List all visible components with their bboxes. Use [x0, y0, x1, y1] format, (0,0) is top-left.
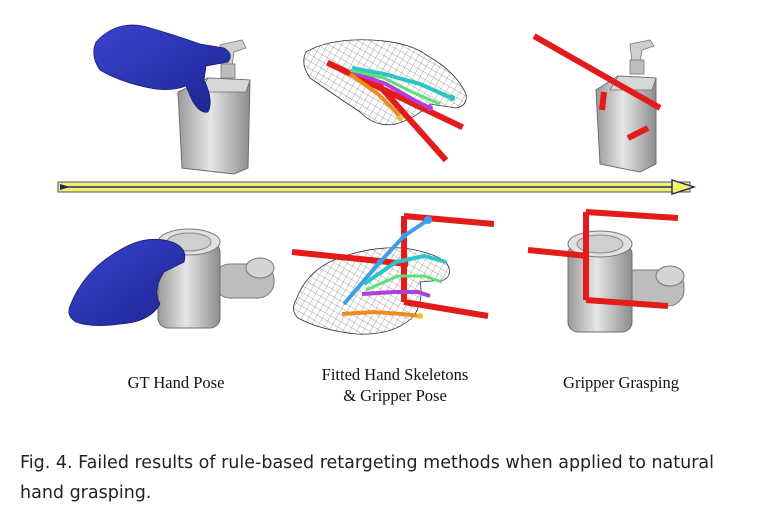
figure-panel: GT Hand Pose Fitted Hand Skeletons & Gri… [57, 24, 697, 406]
label-gt-hand-pose: GT Hand Pose [127, 373, 225, 392]
top-gripper-grasping-render [532, 33, 662, 173]
label-fitted-line1: Fitted Hand Skeletons [321, 365, 469, 384]
top-gt-hand-pose-render [93, 24, 251, 175]
bottom-gt-hand-pose-render [68, 228, 275, 329]
gt-hand-mesh [93, 24, 231, 113]
bottom-gripper-grasping-render [527, 209, 685, 333]
figure-illustration [57, 24, 697, 335]
label-gripper-grasping: Gripper Grasping [563, 373, 679, 392]
bottom-fitted-skeleton-render [291, 213, 495, 335]
label-fitted-skeletons: Fitted Hand Skeletons & Gripper Pose [300, 364, 490, 406]
progress-arrow [57, 179, 697, 195]
gt-hand-mesh-bottom [68, 238, 186, 326]
top-fitted-skeleton-render [303, 39, 467, 163]
figure-caption: Fig. 4. Failed results of rule-based ret… [20, 453, 715, 503]
label-fitted-line2: & Gripper Pose [343, 386, 447, 405]
